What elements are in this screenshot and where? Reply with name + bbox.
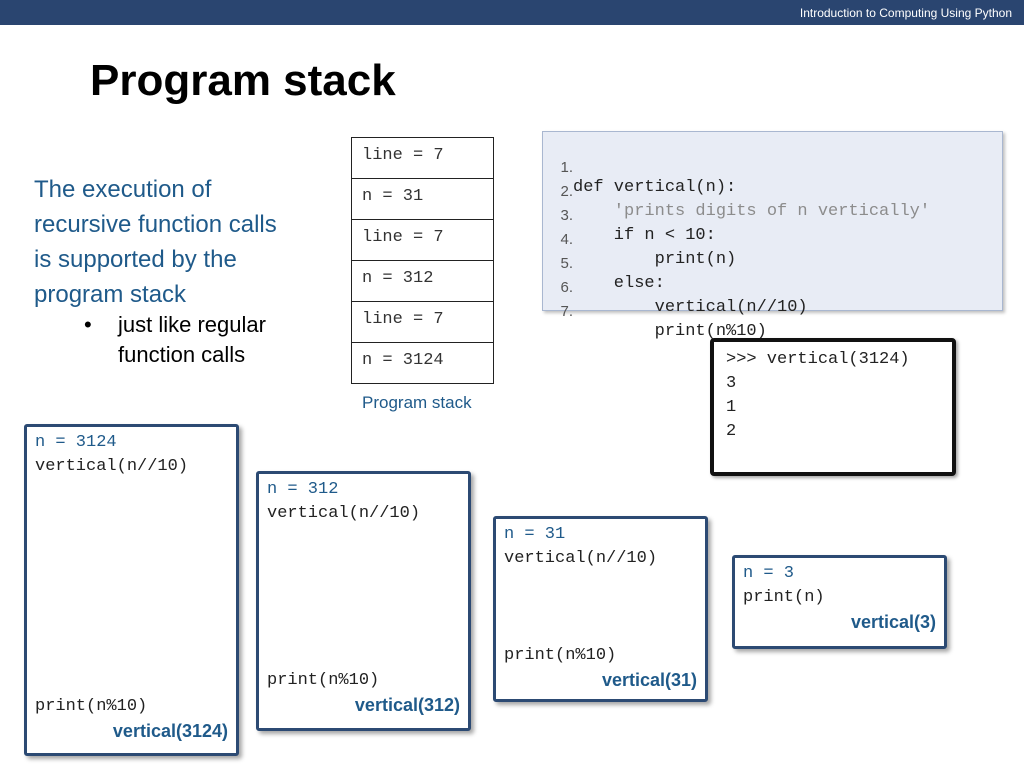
stack-cell: line = 7 — [351, 219, 494, 261]
shell-output: >>> vertical(3124) 3 1 2 — [710, 338, 956, 476]
line-number: 5. — [560, 255, 573, 272]
frame-print-line: print(n%10) — [267, 671, 380, 690]
code-text: print(n%10) — [573, 322, 767, 341]
stack-cell-text: n = 3124 — [362, 351, 444, 370]
body-line: program stack — [34, 281, 187, 308]
code-text: vertical(n//10) — [573, 298, 808, 317]
code-panel: 1. def vertical(n): 2. 'prints digits of… — [542, 131, 1003, 341]
frame-print-line: print(n%10) — [504, 646, 617, 665]
frame-print-line: print(n%10) — [35, 697, 148, 716]
line-number: 1. — [560, 159, 573, 176]
line-number: 2. — [560, 183, 573, 200]
code-line: 6. vertical(n//10) — [543, 260, 807, 317]
code-line: 2. 'prints digits of n vertically' — [543, 164, 930, 221]
stack-cell: n = 3124 — [351, 342, 494, 384]
stack-cell: line = 7 — [351, 137, 494, 179]
frame-label: vertical(3) — [850, 612, 936, 632]
course-title: Introduction to Computing Using Python — [799, 6, 1012, 20]
stack-cell: n = 31 — [351, 178, 494, 220]
frame-print-line: print(n) — [743, 588, 825, 607]
code-line: 7. print(n%10) — [543, 284, 766, 341]
frame-call-line: vertical(n//10) — [35, 457, 189, 476]
bullet-line: just like regular — [118, 312, 266, 337]
code-line: 5. else: — [543, 236, 664, 293]
stack-cell-text: n = 312 — [362, 269, 434, 288]
frame-vertical-3: n = 3 print(n) vertical(3) — [732, 555, 947, 649]
body-text: The execution of recursive function call… — [34, 172, 324, 312]
shell-line: 3 — [726, 374, 737, 393]
body-line: is supported by the — [34, 246, 237, 273]
stack-cell: line = 7 — [351, 301, 494, 343]
code-text: print(n) — [573, 250, 737, 269]
frame-label: vertical(312) — [354, 695, 460, 715]
bullet-dot-icon: • — [84, 312, 92, 337]
code-line: 1. def vertical(n): — [543, 140, 736, 197]
line-number: 4. — [560, 231, 573, 248]
shell-line: 1 — [726, 398, 737, 417]
code-text: if n < 10: — [573, 226, 716, 245]
frame-call-line: vertical(n//10) — [504, 549, 658, 568]
shell-line: >>> vertical(3124) — [726, 350, 910, 369]
frame-vertical-312: n = 312 vertical(n//10) print(n%10) vert… — [256, 471, 471, 731]
code-line: 4. print(n) — [543, 212, 736, 269]
stack-cell-text: n = 31 — [362, 187, 424, 206]
frame-vertical-3124: n = 3124 vertical(n//10) print(n%10) ver… — [24, 424, 239, 756]
frame-label: vertical(31) — [601, 670, 697, 690]
stack-cell: n = 312 — [351, 260, 494, 302]
frame-n-value: n = 3 — [743, 564, 795, 583]
bullet-text: just like regular function calls — [118, 310, 308, 370]
stack-cell-text: line = 7 — [362, 228, 444, 247]
stack-caption: Program stack — [362, 393, 472, 412]
frame-n-value: n = 312 — [267, 480, 339, 499]
line-number: 7. — [560, 303, 573, 320]
body-line: The execution of — [34, 176, 212, 203]
stack-cell-text: line = 7 — [362, 146, 444, 165]
slide-title: Program stack — [90, 56, 396, 105]
header-bar: Introduction to Computing Using Python — [0, 0, 1024, 25]
frame-n-value: n = 3124 — [35, 433, 117, 452]
shell-line: 2 — [726, 422, 737, 441]
bullet-line: function calls — [118, 342, 246, 367]
code-text: def vertical(n): — [573, 178, 737, 197]
frame-n-value: n = 31 — [504, 525, 566, 544]
stack-cell-text: line = 7 — [362, 310, 444, 329]
frame-label: vertical(3124) — [112, 721, 228, 741]
frame-call-line: vertical(n//10) — [267, 504, 421, 523]
code-docstring: 'prints digits of n vertically' — [573, 202, 931, 221]
line-number: 6. — [560, 279, 573, 296]
code-line: 3. if n < 10: — [543, 188, 715, 245]
line-number: 3. — [560, 207, 573, 224]
body-line: recursive function calls — [34, 211, 277, 238]
code-text: else: — [573, 274, 665, 293]
frame-vertical-31: n = 31 vertical(n//10) print(n%10) verti… — [493, 516, 708, 702]
